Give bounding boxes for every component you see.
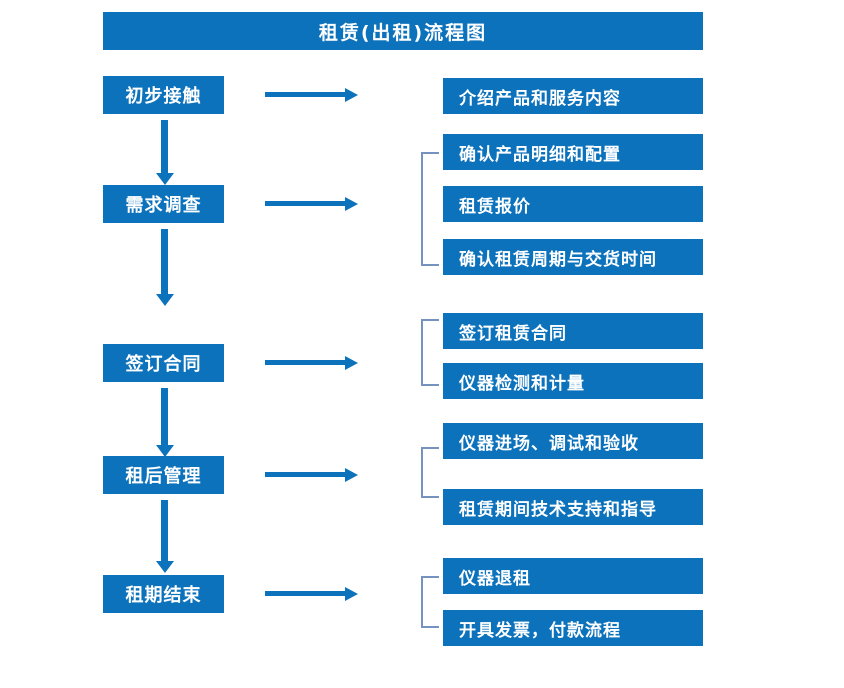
detail-box-2-2[interactable]: 租赁报价 [443,186,703,222]
detail-box-4-1[interactable]: 仪器进场、调试和验收 [443,423,703,459]
detail-box-4-2[interactable]: 租赁期间技术支持和指导 [443,489,703,525]
arrow-right-icon-4 [265,472,345,477]
stage-box-4[interactable]: 租后管理 [103,456,224,494]
stage-box-2[interactable]: 需求调查 [103,185,224,223]
arrow-right-icon-2 [265,201,345,206]
arrow-right-icon-5 [265,591,345,596]
detail-box-5-2[interactable]: 开具发票，付款流程 [443,610,703,646]
group-bracket-3 [421,319,439,386]
arrow-down-icon-4 [161,500,168,562]
group-bracket-4 [421,447,439,498]
diagram-title: 租赁(出租)流程图 [103,12,703,50]
detail-box-2-3[interactable]: 确认租赁周期与交货时间 [443,239,703,275]
detail-box-3-1[interactable]: 签订租赁合同 [443,313,703,349]
group-bracket-5 [421,576,439,628]
arrow-down-icon-3 [161,388,168,446]
arrow-down-icon-2 [161,229,168,295]
stage-box-5[interactable]: 租期结束 [103,575,224,613]
stage-box-1[interactable]: 初步接触 [103,76,224,114]
detail-box-3-2[interactable]: 仪器检测和计量 [443,363,703,399]
detail-box-2-1[interactable]: 确认产品明细和配置 [443,134,703,170]
detail-box-5-1[interactable]: 仪器退租 [443,558,703,594]
arrow-right-icon-1 [265,92,345,97]
group-bracket-2 [421,152,439,266]
detail-box-1-1[interactable]: 介绍产品和服务内容 [443,78,703,114]
arrow-right-icon-3 [265,360,345,365]
arrow-down-icon-1 [161,120,168,174]
stage-box-3[interactable]: 签订合同 [103,344,224,382]
